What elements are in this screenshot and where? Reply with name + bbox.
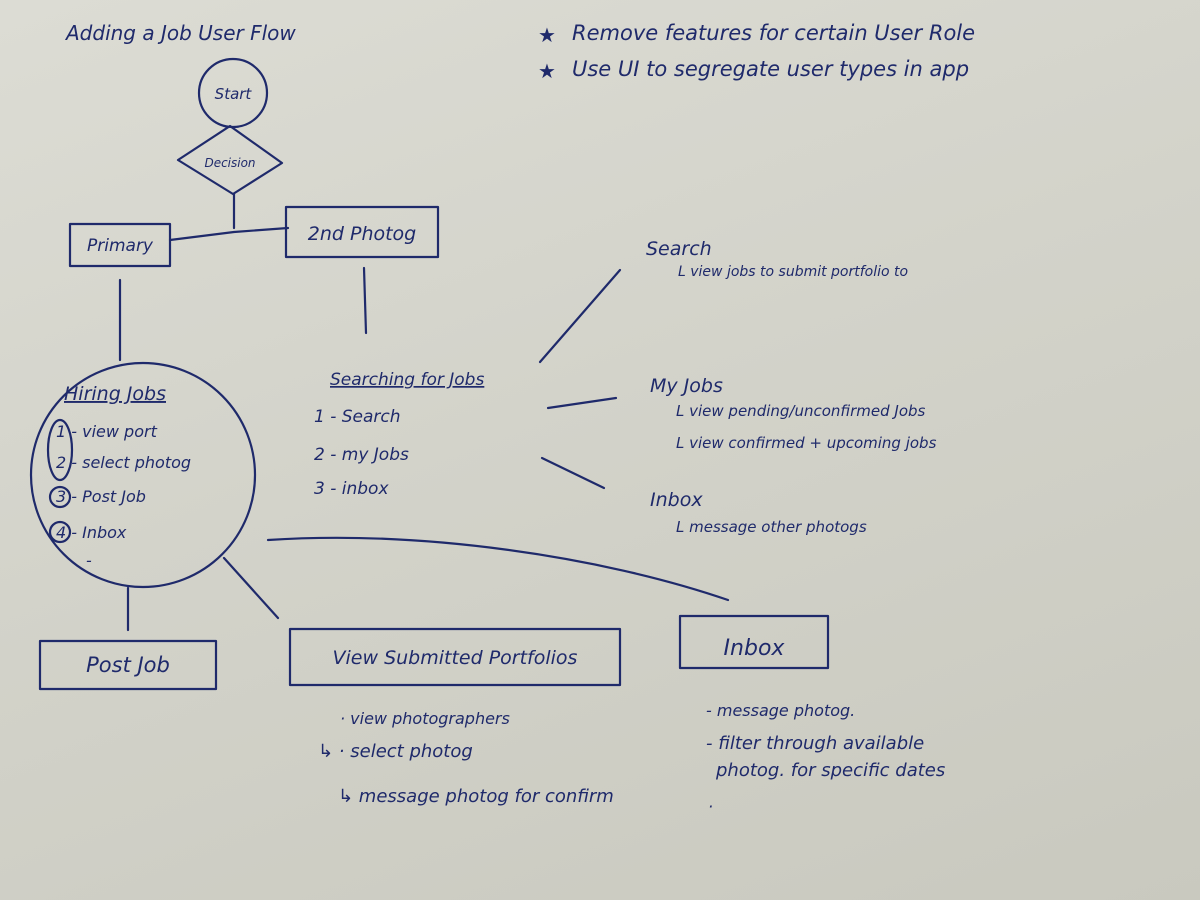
searching-jobs-item-1: 1 - Search [314,407,401,427]
my-jobs-branch-heading: My Jobs [650,375,723,397]
connector-photog-searching [362,266,368,335]
view-portfolios-node-box [288,627,622,687]
searching-jobs-item-3: 3 - inbox [314,479,389,499]
inbox-note-2: - filter through available [706,733,924,754]
portfolio-note-1: · view photographers [340,709,510,728]
search-branch-heading: Search [646,238,712,260]
diagram-title: Adding a Job User Flow [64,21,296,45]
searching-jobs-item-2: 2 - my Jobs [314,445,409,465]
inbox-node-box [678,614,830,670]
connector-to-primary [168,226,290,242]
post-job-node-label: Post Job [86,653,170,677]
inbox-note-1: - message photog. [706,701,855,720]
step-circle-mark [48,520,72,544]
hiring-jobs-item-3: 3 - Post Job [56,487,146,506]
note-star-icon: ★ [538,23,556,47]
inbox-branch-item: L message other photogs [676,518,867,536]
connector-to-my-jobs [546,396,618,410]
connector-hiring-inbox [266,536,730,602]
note-star-icon: ★ [538,59,556,83]
hiring-jobs-item-2: 2 - select photog [56,453,191,472]
hiring-jobs-item-1: 1 - view port [56,422,158,441]
post-job-node-box [38,639,218,691]
second-photog-node-box [284,205,440,259]
inbox-branch-heading: Inbox [650,489,703,511]
step-circle-mark [46,418,74,482]
primary-node-box [68,222,172,268]
hiring-jobs-item-5: - [86,551,92,570]
connector-hiring-portfolios [222,556,280,620]
my-jobs-branch-item-1: L view pending/unconfirmed Jobs [676,402,926,420]
view-portfolios-node-label: View Submitted Portfolios [333,647,578,669]
primary-node-label: Primary [87,236,154,256]
note-remove-features: Remove features for certain User Role [572,21,975,45]
portfolio-note-2: ↳ · select photog [318,741,473,762]
portfolio-note-3: ↳ message photog for confirm [338,786,614,807]
searching-jobs-heading: Searching for Jobs [330,370,484,390]
inbox-note-4: · [708,797,713,816]
search-branch-item: L view jobs to submit portfolio to [678,264,908,280]
inbox-node-label: Inbox [724,636,786,661]
decision-node-label: Decision [204,156,255,170]
hiring-jobs-circle [29,361,257,589]
connector-to-search [538,268,622,364]
hiring-jobs-heading: Hiring Jobs [64,383,166,405]
note-segregate-users: Use UI to segregate user types in app [572,57,969,81]
step-circle-mark [48,485,72,509]
connector-to-inbox [540,456,606,490]
inbox-note-3: photog. for specific dates [715,760,945,781]
my-jobs-branch-item-2: L view confirmed + upcoming jobs [676,434,937,452]
hiring-jobs-item-4: 4 - Inbox [56,523,127,542]
start-node-label: Start [215,85,253,103]
second-photog-node-label: 2nd Photog [308,223,417,245]
